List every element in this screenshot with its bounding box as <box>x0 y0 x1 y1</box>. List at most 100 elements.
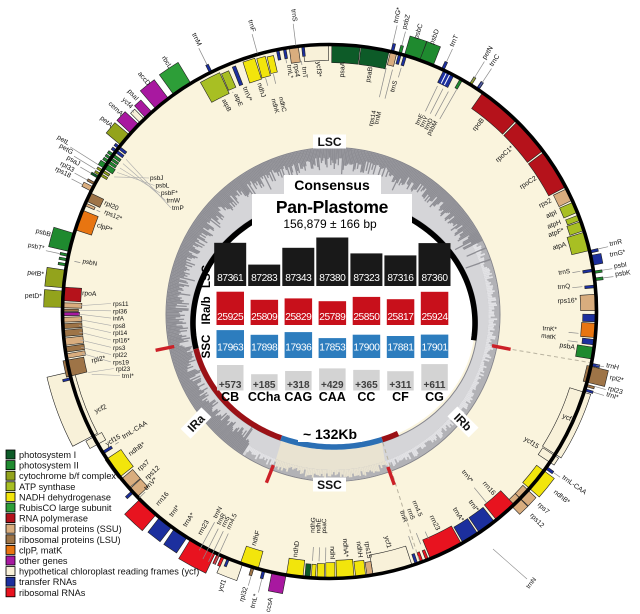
svg-text:ndhF: ndhF <box>251 530 262 547</box>
svg-text:trnL*: trnL* <box>285 64 294 79</box>
svg-text:+318: +318 <box>287 380 310 391</box>
svg-text:atpH: atpH <box>546 219 562 231</box>
svg-text:photosystem I: photosystem I <box>19 450 76 460</box>
svg-text:trnH: trnH <box>606 362 620 371</box>
svg-text:25817: 25817 <box>387 312 414 323</box>
svg-text:ATP synthase: ATP synthase <box>19 482 75 492</box>
svg-text:trnF: trnF <box>246 19 256 33</box>
svg-text:156,879 ± 166 bp: 156,879 ± 166 bp <box>283 217 377 231</box>
svg-text:NADH dehydrogenase: NADH dehydrogenase <box>19 492 111 502</box>
svg-text:17963: 17963 <box>217 343 244 354</box>
svg-text:trnY: trnY <box>419 114 431 128</box>
svg-text:psbT*: psbT* <box>27 242 45 252</box>
svg-text:LSC: LSC <box>201 265 213 288</box>
svg-text:ndhA*: ndhA* <box>341 538 349 557</box>
svg-text:+311: +311 <box>389 380 411 391</box>
svg-text:ycf2: ycf2 <box>561 413 576 425</box>
svg-text:SSC: SSC <box>201 335 213 359</box>
svg-text:+429: +429 <box>321 380 344 391</box>
svg-text:psbF*: psbF* <box>161 190 178 197</box>
svg-text:trnR: trnR <box>216 512 228 526</box>
svg-text:trnP: trnP <box>172 205 184 212</box>
svg-text:RNA polymerase: RNA polymerase <box>19 514 88 524</box>
svg-text:trnR: trnR <box>609 238 623 248</box>
svg-text:+185: +185 <box>253 380 276 391</box>
svg-text:psaA: psaA <box>339 61 347 77</box>
svg-text:+573: +573 <box>219 380 242 391</box>
svg-text:atpE: atpE <box>232 93 244 108</box>
svg-text:rpl23: rpl23 <box>607 385 624 396</box>
svg-text:rpl36: rpl36 <box>113 308 128 315</box>
svg-text:rpl2*: rpl2* <box>609 374 625 384</box>
svg-text:CCha: CCha <box>248 390 282 404</box>
svg-text:ndhG: ndhG <box>309 517 317 533</box>
svg-text:psbZ: psbZ <box>401 14 412 30</box>
svg-text:ycf1: ycf1 <box>382 535 392 549</box>
svg-text:psbA: psbA <box>559 342 576 351</box>
svg-text:17881: 17881 <box>387 343 414 354</box>
svg-text:psbB: psbB <box>35 228 52 239</box>
svg-text:87361: 87361 <box>217 273 244 284</box>
svg-text:petD*: petD* <box>25 293 43 301</box>
svg-text:rps19: rps19 <box>113 359 129 366</box>
svg-text:trnI*: trnI* <box>122 373 134 380</box>
svg-text:rps8: rps8 <box>113 323 126 330</box>
svg-text:psaC: psaC <box>321 518 328 533</box>
svg-text:rpl23: rpl23 <box>116 366 131 373</box>
svg-text:trnT: trnT <box>449 34 460 48</box>
svg-text:LSC: LSC <box>318 135 342 149</box>
svg-text:psbI: psbI <box>614 262 628 271</box>
svg-text:87360: 87360 <box>421 273 448 284</box>
svg-text:trnG*: trnG* <box>393 6 404 23</box>
svg-text:photosystem II: photosystem II <box>19 461 79 471</box>
svg-text:trnS: trnS <box>289 9 298 23</box>
svg-text:25924: 25924 <box>421 312 448 323</box>
svg-text:psbN: psbN <box>82 258 98 268</box>
svg-text:17900: 17900 <box>353 343 380 354</box>
svg-text:ndhI: ndhI <box>328 546 335 559</box>
svg-text:ycf3*: ycf3* <box>314 62 322 78</box>
svg-text:psbL: psbL <box>156 183 170 190</box>
svg-text:25925: 25925 <box>217 312 244 323</box>
svg-text:CAA: CAA <box>319 390 346 404</box>
svg-text:25789: 25789 <box>319 312 346 323</box>
svg-text:ndhD: ndhD <box>292 541 301 558</box>
svg-text:CC: CC <box>357 390 375 404</box>
svg-text:17936: 17936 <box>285 343 312 354</box>
svg-text:rrn5: rrn5 <box>220 515 231 529</box>
svg-text:rpoA: rpoA <box>82 290 97 298</box>
svg-text:trnT: trnT <box>300 66 308 78</box>
svg-text:psaB: psaB <box>365 66 375 83</box>
svg-text:17898: 17898 <box>251 343 278 354</box>
svg-text:rps15: rps15 <box>363 541 373 559</box>
svg-text:87343: 87343 <box>285 273 312 284</box>
svg-text:IRa/b: IRa/b <box>201 296 213 324</box>
svg-text:CAG: CAG <box>284 390 312 404</box>
svg-text:17901: 17901 <box>421 343 448 354</box>
svg-text:transfer RNAs: transfer RNAs <box>19 577 77 587</box>
svg-text:petB*: petB* <box>27 269 45 278</box>
svg-text:+611: +611 <box>424 380 446 391</box>
svg-text:rpl14: rpl14 <box>113 330 128 337</box>
svg-text:atpA: atpA <box>552 241 568 252</box>
svg-text:trnL*: trnL* <box>250 593 260 609</box>
svg-text:CG: CG <box>425 390 444 404</box>
svg-text:87283: 87283 <box>251 273 278 284</box>
svg-text:psbK: psbK <box>615 269 632 278</box>
svg-text:87380: 87380 <box>319 273 346 284</box>
svg-text:ribosomal RNAs: ribosomal RNAs <box>19 588 86 598</box>
svg-text:rpl16*: rpl16* <box>113 338 130 345</box>
svg-text:atpI: atpI <box>545 209 558 220</box>
svg-text:matK: matK <box>541 333 557 342</box>
svg-text:25809: 25809 <box>251 312 278 323</box>
svg-text:CF: CF <box>392 390 409 404</box>
svg-text:rps14: rps14 <box>368 109 379 127</box>
svg-text:atpF*: atpF* <box>547 227 565 239</box>
svg-text:rpl22: rpl22 <box>113 352 128 359</box>
svg-text:25829: 25829 <box>285 312 312 323</box>
svg-text:rrn5: rrn5 <box>405 508 416 522</box>
svg-text:clpP, matK: clpP, matK <box>19 545 63 555</box>
svg-text:87316: 87316 <box>387 273 414 284</box>
svg-text:rps16*: rps16* <box>557 297 577 305</box>
svg-text:ndhJ: ndhJ <box>255 82 266 98</box>
